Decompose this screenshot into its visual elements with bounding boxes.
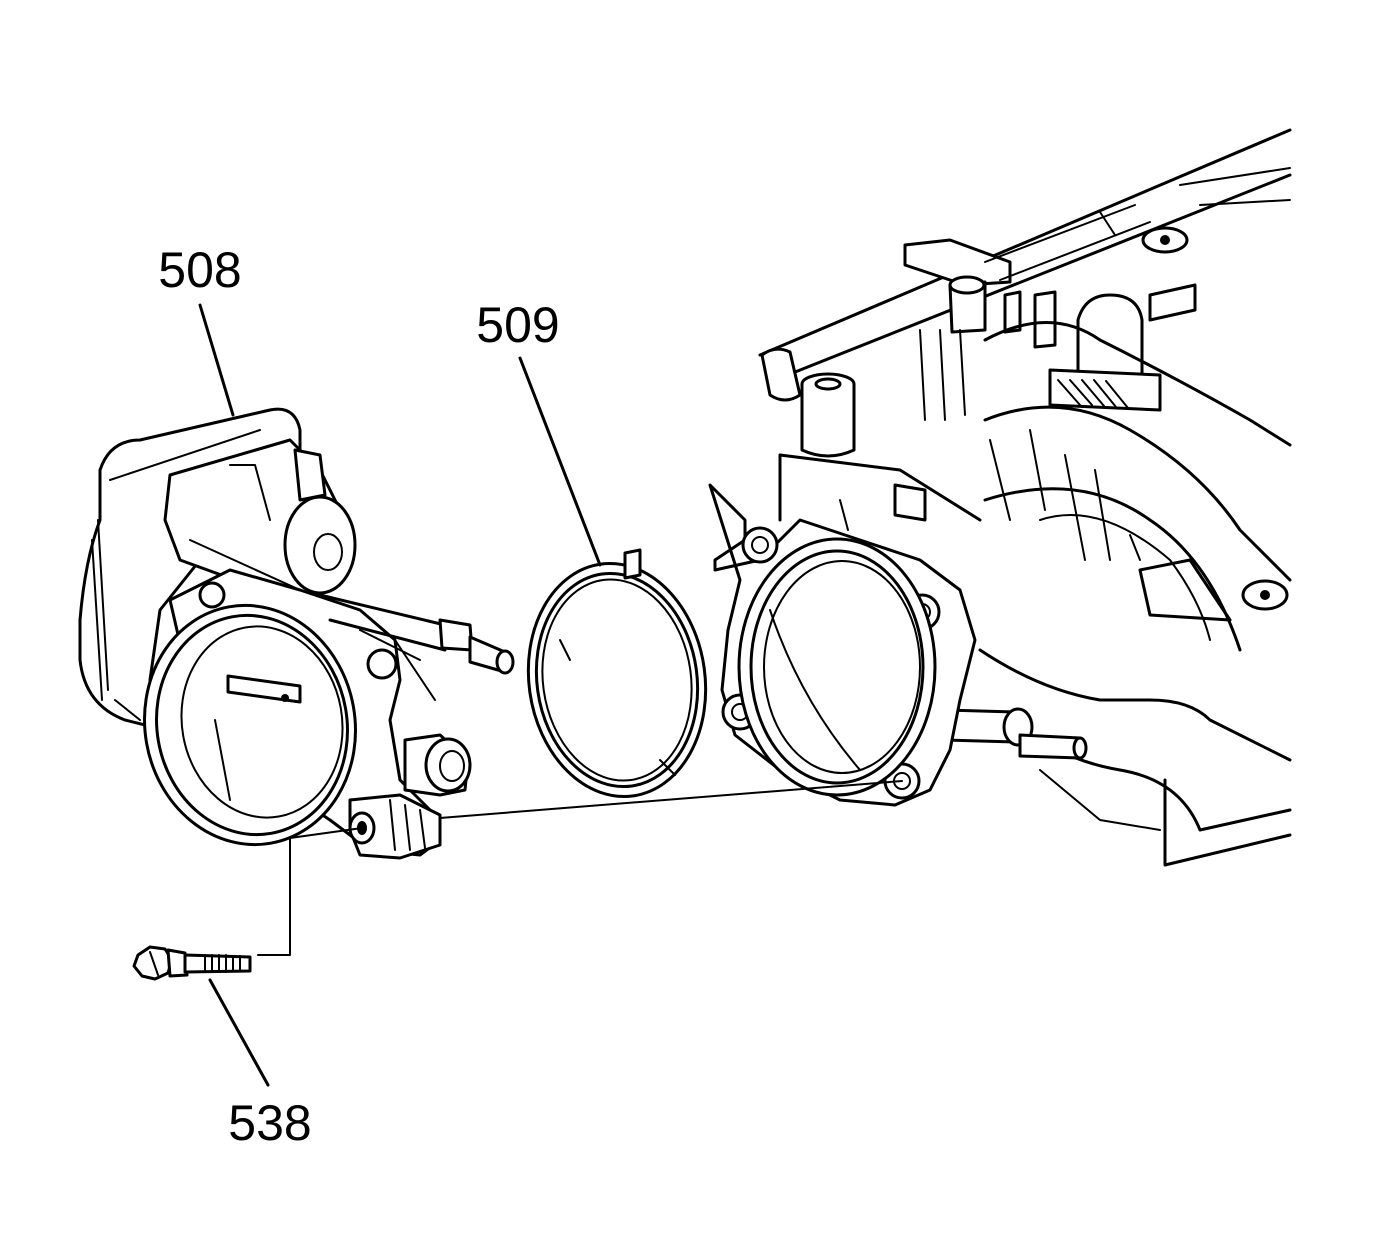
throttle-body: [78, 407, 515, 860]
bolt-alignment-line: [257, 827, 363, 956]
leader-538: [208, 978, 270, 1087]
callout-538: 538: [228, 1095, 311, 1151]
gasket: [526, 548, 708, 799]
intake-manifold: [708, 128, 1292, 867]
callout-508: 508: [158, 242, 241, 298]
bolt: [132, 945, 252, 981]
leader-508: [198, 303, 235, 417]
callout-509: 509: [476, 297, 559, 353]
leader-lines: [198, 303, 602, 1087]
flange-alignment-line: [439, 780, 903, 819]
alignment-lines: [257, 780, 903, 956]
leader-509: [518, 356, 602, 567]
